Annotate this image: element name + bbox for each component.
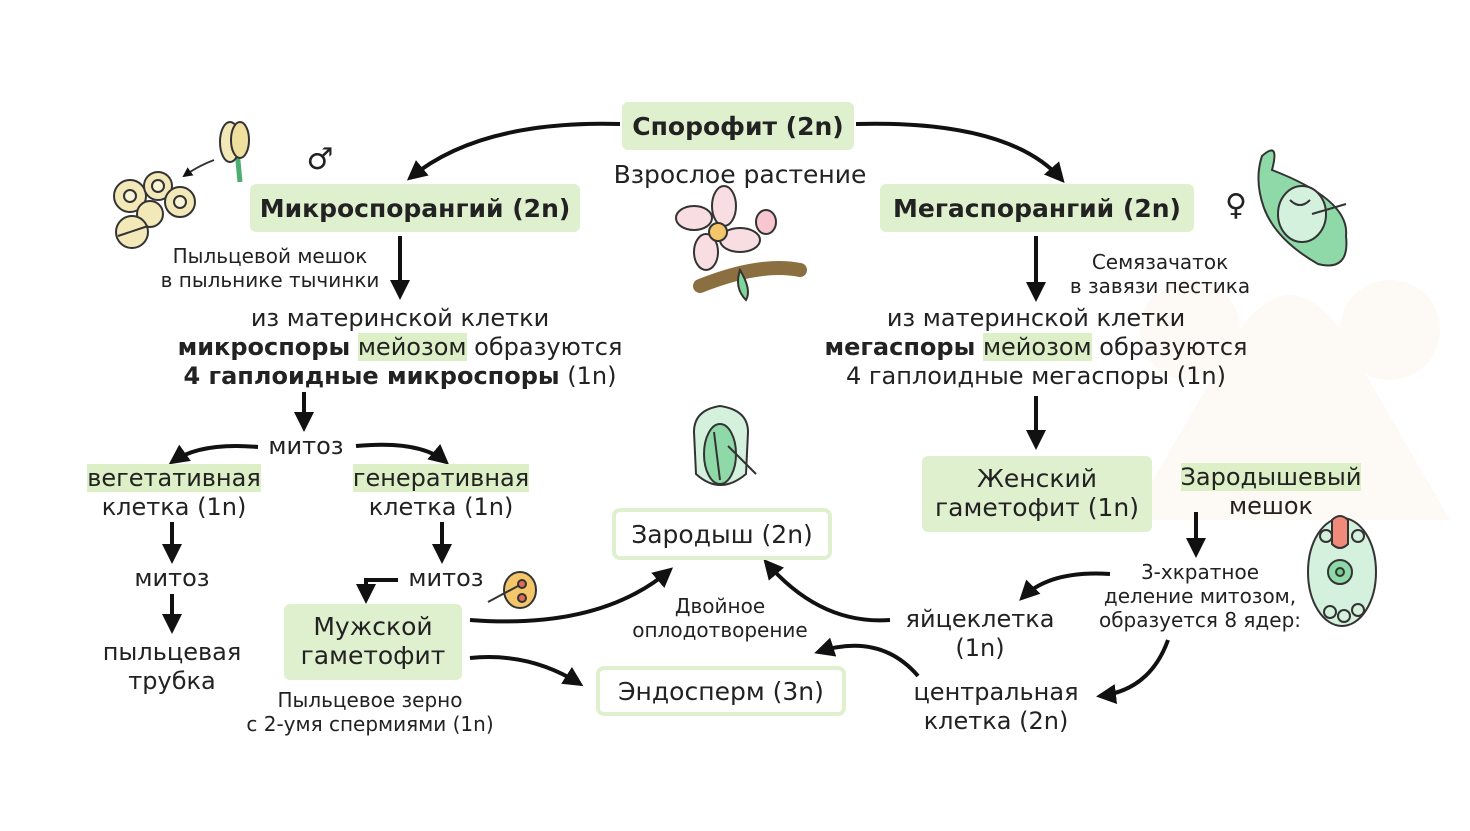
flower-illustration xyxy=(675,185,807,302)
double-fertilization-line-2: оплодотворение xyxy=(632,618,808,642)
male-gametophyte-caption-2: с 2-умя спермиями (1n) xyxy=(246,712,494,736)
stamen-illustration xyxy=(219,121,250,183)
embryo-sac-illustration xyxy=(1307,515,1377,627)
microsporangium-caption-1: Пыльцевой мешок xyxy=(172,244,368,268)
male-symbol: ♂ xyxy=(306,142,334,177)
embryo-sac-line-1: Зародышевый xyxy=(1166,463,1376,492)
arrow-mitosis-to-vegetative xyxy=(168,444,259,465)
generative-mitosis: митоз xyxy=(408,564,484,592)
embryo-sac-highlight: Зародышевый xyxy=(1180,463,1362,491)
arrow-generative-mitosis-to-male-gametophyte xyxy=(356,578,398,604)
pollen-sac-illustration xyxy=(113,159,215,249)
arrow-sporophyte-to-megasporangium xyxy=(855,121,1065,184)
male-gametophyte-line-2: гаметофит xyxy=(300,641,446,670)
embryo-box: Зародыш (2n) xyxy=(612,508,832,560)
mega-meiosis-highlight: мейозом xyxy=(982,333,1092,361)
megasporangium-caption-2: в завязи пестика xyxy=(1069,274,1251,298)
mega-meiosis-line-1: из материнской клетки xyxy=(886,304,1186,332)
mega-meiosis-line-2: мегаспоры мейозом образуются xyxy=(776,333,1296,362)
micro-meiosis-line-2: микроспоры мейозом образуются xyxy=(140,333,660,362)
pollen-grain-illustration xyxy=(487,571,537,609)
generative-cell-line-2: клетка (1n) xyxy=(368,493,514,521)
generative-highlight: генеративная xyxy=(352,464,530,492)
vegetative-mitosis: митоз xyxy=(134,564,210,592)
arrow-egg-to-embryo xyxy=(763,558,891,623)
central-cell-line-2: клетка (2n) xyxy=(923,707,1069,735)
arrow-central-to-endosperm xyxy=(814,637,920,678)
mega-meiosis-line-3: 4 гаплоидные мегаспоры (1n) xyxy=(846,362,1226,390)
mitosis-label: митоз xyxy=(268,432,344,460)
male-gametophyte-box: Мужской гаметофит xyxy=(284,604,462,680)
megasporangium-box: Мегаспорангий (2n) xyxy=(880,184,1194,232)
triple-mitosis-line-2: деление митозом, xyxy=(1103,584,1297,608)
pollen-tube-line-1: пыльцевая xyxy=(102,638,242,666)
female-gametophyte-line-2: гаметофит (1n) xyxy=(935,493,1139,522)
vegetative-highlight: вегетативная xyxy=(87,464,261,492)
egg-cell-line-1: яйцеклетка xyxy=(905,605,1055,633)
vegetative-cell-line-1: вегетативная xyxy=(74,464,274,493)
double-fertilization-line-1: Двойное xyxy=(674,594,766,618)
sporophyte-caption: Взрослое растение xyxy=(613,160,867,189)
arrow-mitosis-to-generative xyxy=(355,442,450,465)
mega-meiosis-rest: образуются xyxy=(1099,333,1248,361)
micro-meiosis-bold: микроспоры xyxy=(177,333,351,361)
micro-meiosis-line-3: 4 гаплоидные микроспоры (1n) xyxy=(150,362,650,391)
female-gametophyte-line-1: Женский xyxy=(977,464,1097,494)
central-cell-line-1: центральная xyxy=(913,678,1079,706)
vegetative-cell-line-2: клетка (1n) xyxy=(101,493,247,521)
female-gametophyte-box: Женский гаметофит (1n) xyxy=(922,456,1152,532)
male-gametophyte-line-1: Мужской xyxy=(313,612,433,642)
arrow-male-to-embryo xyxy=(469,567,674,624)
mega-meiosis-bold: мегаспоры xyxy=(824,333,976,361)
arrow-mitosis-to-central xyxy=(1096,639,1170,705)
sporophyte-box: Спорофит (2n) xyxy=(622,102,854,150)
arrow-mitosis-to-egg xyxy=(1019,571,1111,601)
micro-meiosis-line-3-rest: (1n) xyxy=(567,362,617,390)
female-symbol: ♀ xyxy=(1225,188,1247,223)
embryo-sac-line-2: мешок xyxy=(1228,492,1313,520)
male-gametophyte-caption-1: Пыльцевое зерно xyxy=(277,688,463,712)
micro-meiosis-line-1: из материнской клетки xyxy=(250,304,550,332)
micro-meiosis-highlight: мейозом xyxy=(357,333,467,361)
ovule-illustration xyxy=(1257,149,1348,267)
micro-meiosis-rest: образуются xyxy=(474,333,623,361)
seed-embryo-illustration xyxy=(692,404,757,486)
arrow-male-to-endosperm xyxy=(469,655,584,687)
generative-cell-line-1: генеративная xyxy=(336,464,546,493)
triple-mitosis-line-3: образуется 8 ядер: xyxy=(1098,608,1301,632)
megasporangium-caption-1: Семязачаток xyxy=(1091,250,1229,274)
arrow-sporophyte-to-microsporangium xyxy=(406,121,621,181)
microsporangium-caption-2: в пыльнике тычинки xyxy=(160,268,380,292)
pollen-tube-line-2: трубка xyxy=(128,667,216,695)
egg-cell-line-2: (1n) xyxy=(955,634,1005,662)
micro-meiosis-line-3-bold: 4 гаплоидные микроспоры xyxy=(183,362,560,390)
microsporangium-box: Микроспорангий (2n) xyxy=(250,184,580,232)
endosperm-box: Эндосперм (3n) xyxy=(596,666,846,716)
triple-mitosis-line-1: 3-хкратное xyxy=(1140,560,1260,584)
